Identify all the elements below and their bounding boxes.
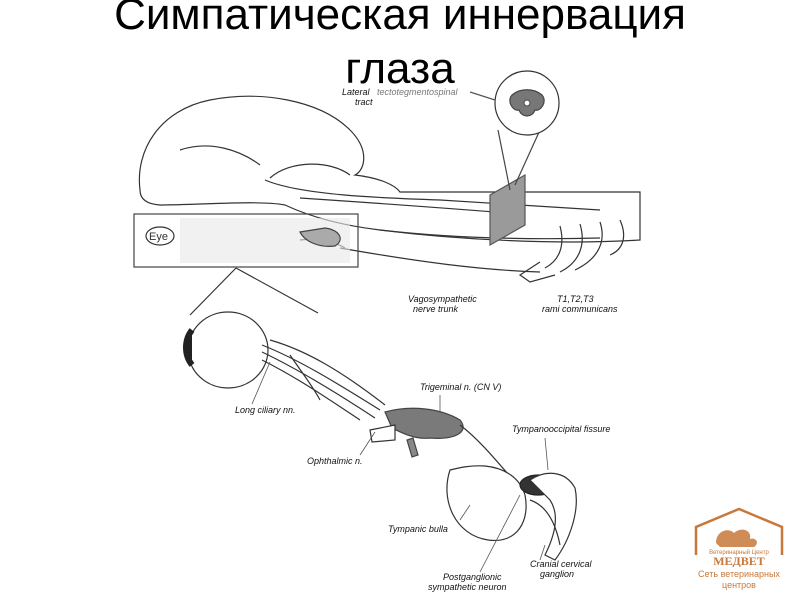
tympanic-bulla-label: Tympanic bulla xyxy=(388,524,448,534)
lateral-label: Lateral xyxy=(342,87,371,97)
eyeball-icon xyxy=(188,312,268,388)
logo-brand-text: МЕДВЕТ xyxy=(713,554,765,567)
vagosympathetic-label-line2: nerve trunk xyxy=(413,304,459,314)
eye-label: Eye xyxy=(149,231,168,243)
rami-label-line1: T1,T2,T3 xyxy=(557,294,594,304)
tectotegmentospinal-tract xyxy=(265,180,600,210)
rami-label-line2: rami communicans xyxy=(542,304,618,314)
logo-network-line2: центров xyxy=(686,580,792,590)
cranial-cervical-label-line2: ganglion xyxy=(540,569,574,579)
cranial-cervical-label-line1: Cranial cervical xyxy=(530,559,593,569)
ophthalmic-label: Ophthalmic n. xyxy=(307,456,363,466)
tympanic-bulla xyxy=(447,466,526,541)
tympanooccipital-label: Tympanooccipital fissure xyxy=(512,424,610,434)
long-ciliary-label: Long ciliary nn. xyxy=(235,405,296,415)
tract-label: tract xyxy=(355,97,373,107)
trigeminal-nerve xyxy=(385,408,463,438)
vagosympathetic-trunk xyxy=(340,248,540,272)
vagosympathetic-label-line1: Vagosympathetic xyxy=(408,294,477,304)
medvet-emblem-icon: Ветеринарный Центр МЕДВЕТ xyxy=(686,505,792,567)
cerebellum xyxy=(270,164,350,178)
postganglionic-label-line2: sympathetic neuron xyxy=(428,582,507,592)
tectotegmentospinal-label: tectotegmentospinal xyxy=(377,87,459,97)
section-plane xyxy=(490,175,525,245)
medvet-logo: Ветеринарный Центр МЕДВЕТ Сеть ветеринар… xyxy=(686,505,792,595)
trigeminal-label: Trigeminal n. (CN V) xyxy=(420,382,501,392)
logo-network-line1: Сеть ветеринарных xyxy=(686,569,792,579)
postganglionic-label-line1: Postganglionic xyxy=(443,572,502,582)
